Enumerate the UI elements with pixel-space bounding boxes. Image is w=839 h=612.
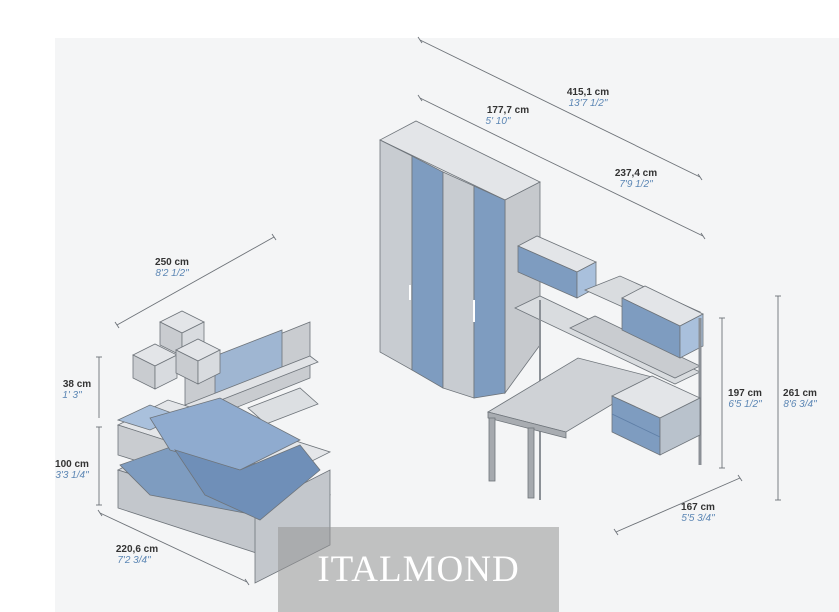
- label-bed-length-metric: 220,6 cm: [116, 544, 158, 555]
- dim-line-wardrobe: [419, 97, 541, 158]
- dim-line-desk-depth: [615, 477, 741, 533]
- dim-line-total-width: [419, 39, 701, 178]
- blanket-upper: [149, 397, 301, 471]
- dimension-lines: [96, 36, 781, 586]
- wardrobe-door-1: [379, 139, 413, 371]
- desk-leg: [488, 417, 496, 482]
- watermark-text: ITALMOND: [317, 549, 520, 590]
- label-desk-wall-imperial: 7'9 1/2": [619, 179, 653, 190]
- label-bed-wall-imperial: 8'2 1/2": [155, 268, 189, 279]
- label-total-width-metric: 415,1 cm: [567, 87, 609, 98]
- label-cube-height-imperial: 1' 3": [62, 390, 82, 401]
- desk-leg: [527, 427, 535, 499]
- label-bed-wall-metric: 250 cm: [155, 257, 189, 268]
- wardrobe-door-2: [411, 155, 444, 389]
- wardrobe-door-4: [473, 185, 506, 399]
- label-total-width-imperial: 13'7 1/2": [569, 98, 608, 109]
- label-shelf-height-imperial: 6'5 1/2": [728, 399, 762, 410]
- shelf-system: [486, 235, 704, 500]
- label-bed-height-imperial: 3'3 1/4": [55, 470, 89, 481]
- wardrobe-door-3: [442, 171, 475, 399]
- blanket-drape: [174, 444, 321, 521]
- label-bed-length-imperial: 7'2 3/4": [117, 555, 151, 566]
- label-shelf-height-metric: 197 cm: [728, 388, 762, 399]
- label-desk-wall-metric: 237,4 cm: [615, 168, 657, 179]
- watermark-overlay: ITALMOND: [278, 527, 559, 612]
- desk-top-edge: [487, 411, 567, 439]
- right-cabinet-side: [679, 313, 704, 359]
- dim-line-desk-wall: [539, 156, 704, 237]
- wardrobe: [379, 120, 541, 399]
- cube: [197, 349, 221, 385]
- label-cube-height-metric: 38 cm: [63, 379, 91, 390]
- cube: [154, 354, 178, 390]
- dimension-labels: 415,1 cm 13'7 1/2" 177,7 cm 5' 10" 237,4…: [55, 87, 817, 566]
- dim-line-bed-length: [99, 512, 248, 583]
- label-desk-depth-imperial: 5'5 3/4": [681, 513, 715, 524]
- label-wardrobe-metric: 177,7 cm: [487, 105, 529, 116]
- label-wardrobe-imperial: 5' 10": [486, 116, 511, 127]
- label-bed-height-metric: 100 cm: [55, 459, 89, 470]
- label-total-height-metric: 261 cm: [783, 388, 817, 399]
- label-total-height-imperial: 8'6 3/4": [783, 399, 817, 410]
- label-desk-depth-metric: 167 cm: [681, 502, 715, 513]
- drawer-unit-side: [659, 397, 701, 456]
- dim-line-bed-wall: [116, 236, 275, 326]
